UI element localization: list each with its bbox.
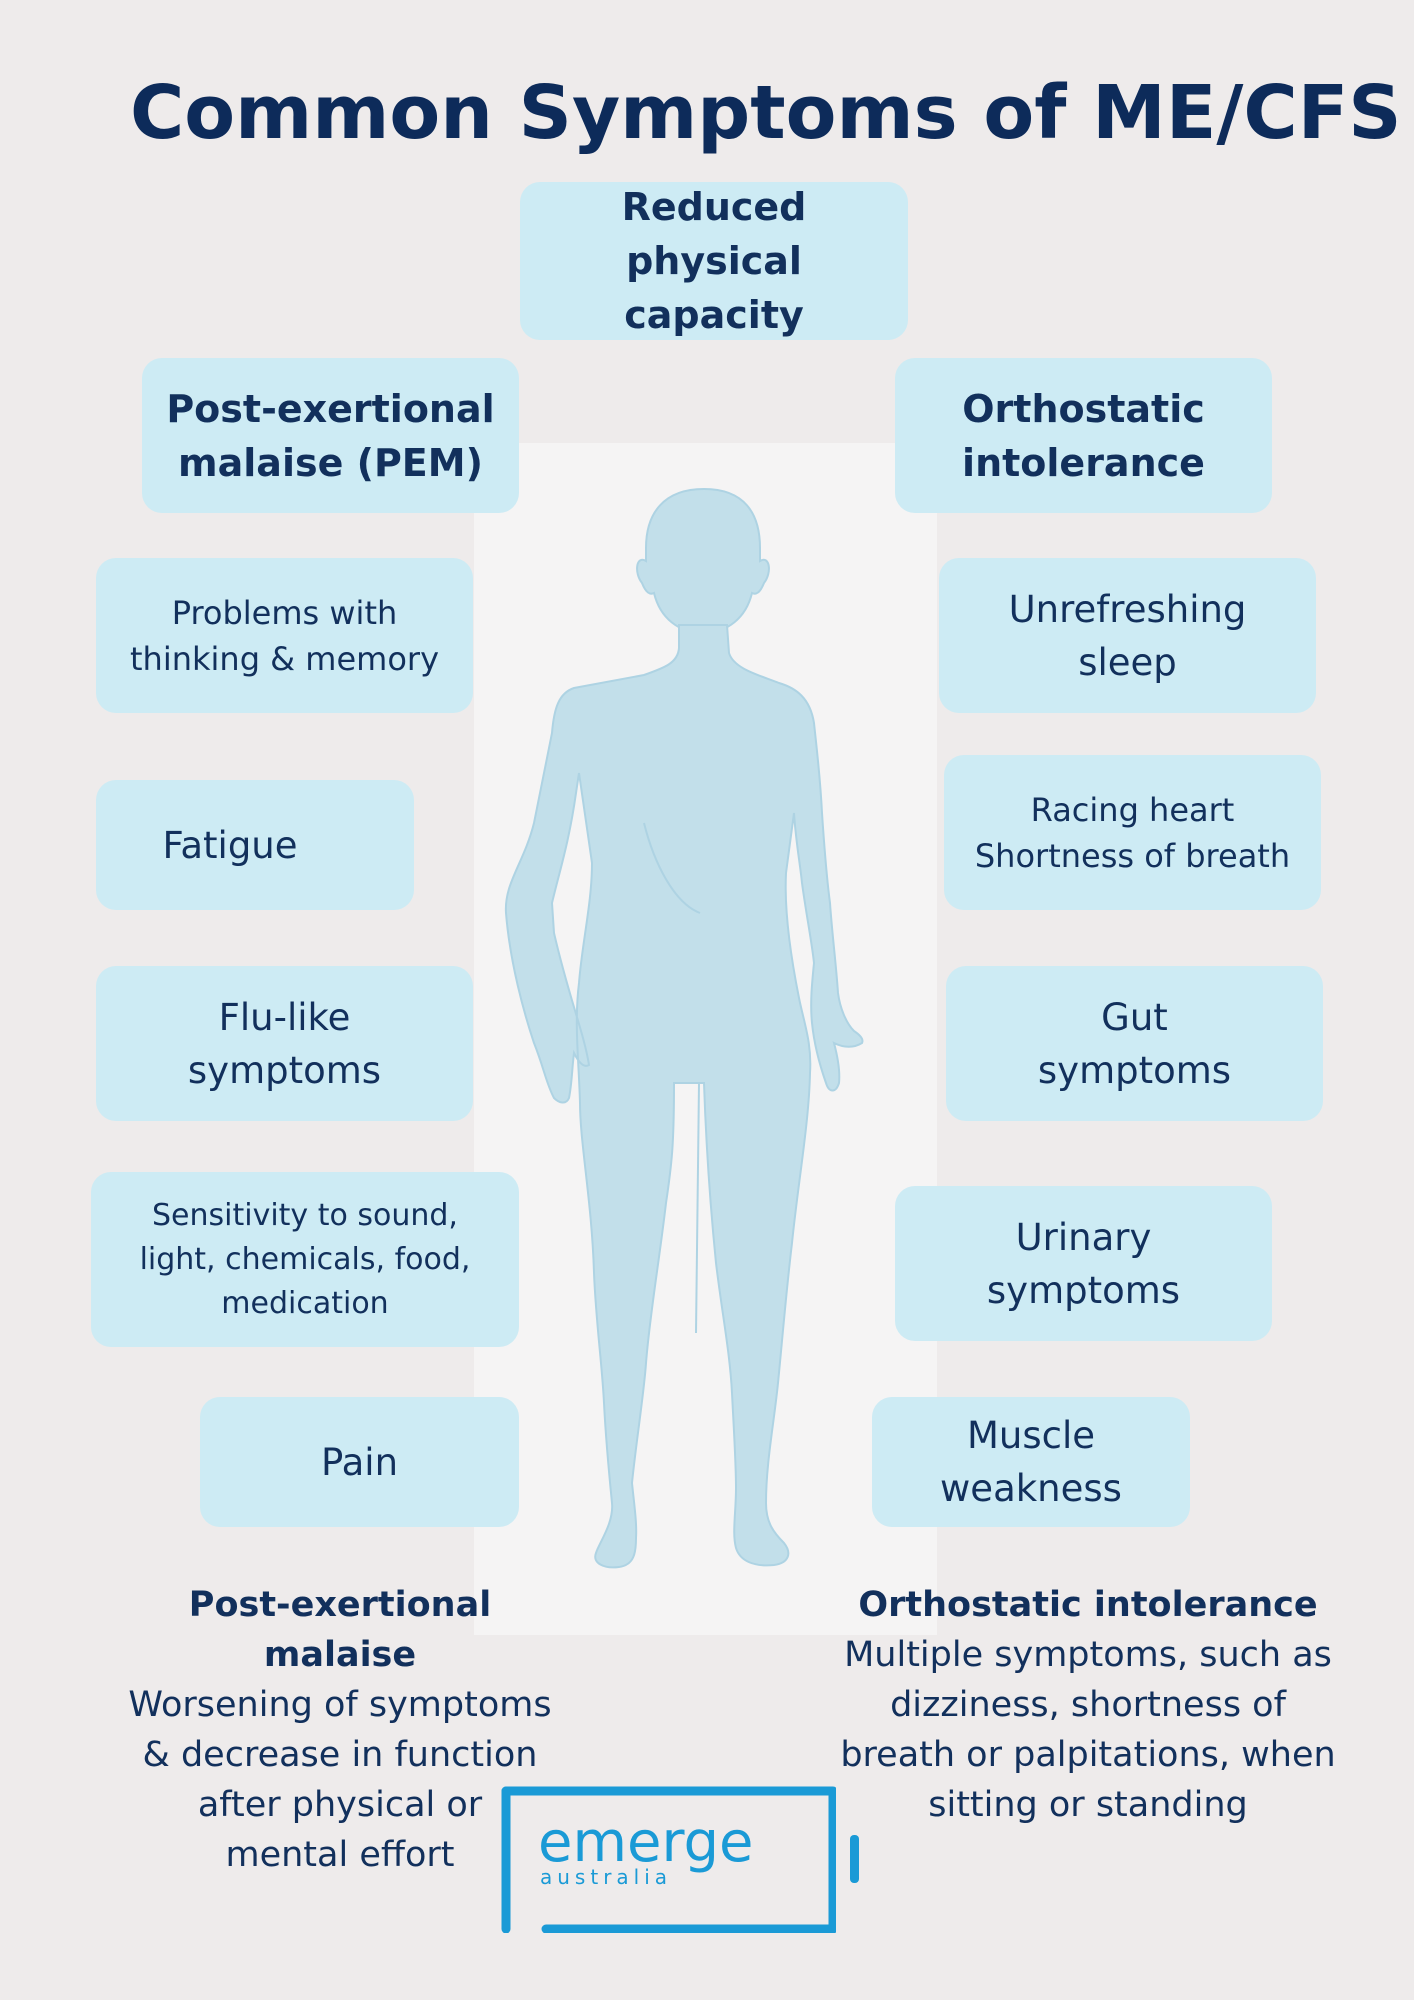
- logo-subtitle: australia: [540, 1865, 672, 1889]
- definition-oi-heading: Orthostatic intolerance: [858, 1585, 1318, 1625]
- symptom-box-pem: Post-exertional malaise (PEM): [142, 358, 519, 513]
- definition-oi: Orthostatic intolerance Multiple symptom…: [838, 1580, 1338, 1830]
- symptom-box-pain: Pain: [200, 1397, 519, 1527]
- symptom-box-flu-like: Flu-like symptoms: [96, 966, 473, 1121]
- human-body-silhouette: [504, 487, 864, 1569]
- symptom-box-sensitivity: Sensitivity to sound, light, chemicals, …: [91, 1172, 519, 1347]
- symptom-box-muscle-weakness: Muscle weakness: [872, 1397, 1190, 1527]
- symptom-box-reduced-physical-capacity: Reduced physical capacity: [520, 182, 908, 340]
- symptom-box-orthostatic-intolerance: Orthostatic intolerance: [895, 358, 1272, 513]
- definition-pem: Post-exertional malaise Worsening of sym…: [110, 1580, 570, 1880]
- definition-pem-text: Worsening of symptoms & decrease in func…: [128, 1685, 552, 1875]
- definition-pem-heading: Post-exertional malaise: [188, 1585, 492, 1675]
- logo-wordmark: emerge: [538, 1810, 754, 1875]
- symptom-box-unrefreshing-sleep: Unrefreshing sleep: [939, 558, 1316, 713]
- logo-battery-tip: [850, 1835, 859, 1883]
- definition-oi-text: Multiple symptoms, such as dizziness, sh…: [840, 1635, 1336, 1825]
- page-title: Common Symptoms of ME/CFS: [130, 70, 1402, 156]
- symptom-box-gut: Gut symptoms: [946, 966, 1323, 1121]
- emerge-australia-logo: emerge australia: [501, 1786, 836, 1933]
- symptom-box-urinary: Urinary symptoms: [895, 1186, 1272, 1341]
- symptom-box-fatigue: Fatigue: [96, 780, 414, 910]
- symptom-box-thinking-memory: Problems with thinking & memory: [96, 558, 473, 713]
- symptom-box-racing-heart: Racing heart Shortness of breath: [944, 755, 1321, 910]
